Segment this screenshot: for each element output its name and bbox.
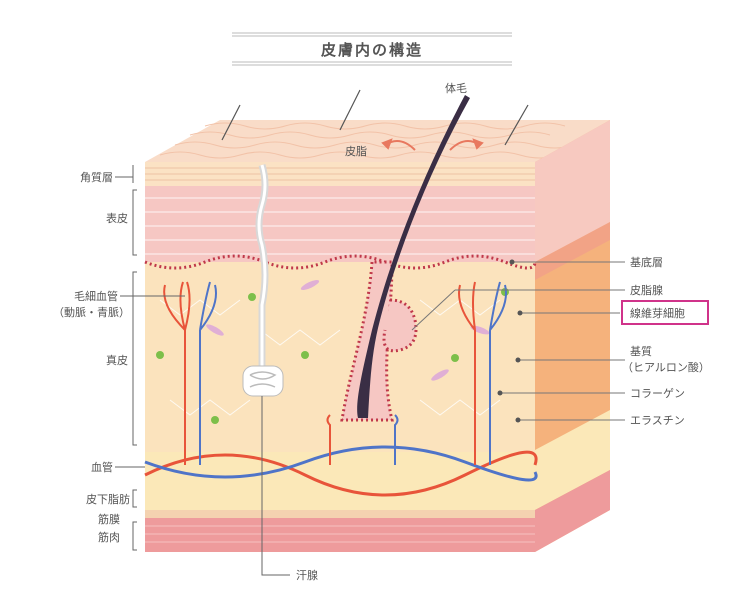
- label-body-hair: 体毛: [445, 81, 467, 95]
- label-dermis: 真皮: [106, 353, 128, 367]
- capillary-left-icon: [163, 281, 217, 465]
- fat-layer: [145, 452, 535, 510]
- label-ground-substance: 基質: [630, 344, 652, 358]
- dermis-layer: [145, 262, 535, 452]
- vein-icon: [144, 445, 538, 482]
- label-sebaceous-gland: 皮脂腺: [630, 283, 663, 297]
- skin-surface-top: [145, 120, 610, 162]
- hair-follicle-icon: [340, 260, 418, 422]
- label-fibroblast: 線維芽細胞: [630, 306, 685, 320]
- muscle-layer: [145, 518, 535, 552]
- epidermis-layer: [145, 186, 535, 262]
- diagram-title: 皮膚内の構造: [321, 41, 423, 59]
- capillary-right-icon: [458, 281, 507, 465]
- label-subcutaneous-fat: 皮下脂肪: [86, 492, 130, 506]
- title-block: 皮膚内の構造: [232, 32, 512, 66]
- label-collagen: コラーゲン: [630, 387, 685, 400]
- sweat-gland-icon: [242, 163, 284, 397]
- left-brackets: [115, 165, 185, 551]
- right-leaders: [411, 261, 625, 421]
- label-muscle: 筋肉: [98, 530, 120, 544]
- label-epidermis: 表皮: [106, 211, 128, 225]
- label-fascia: 筋膜: [98, 512, 120, 526]
- label-sebum: 皮脂: [345, 144, 367, 158]
- label-basal-layer: 基底層: [630, 255, 663, 269]
- artery-icon: [144, 450, 538, 497]
- label-elastin: エラスチン: [630, 414, 685, 427]
- label-capillary-sub: （動脈・青脈）: [53, 305, 130, 319]
- label-keratin: 角質層: [80, 170, 113, 184]
- label-capillary: 毛細血管: [74, 289, 118, 303]
- fibroblast-highlight-box: [621, 300, 709, 325]
- label-sweat-gland: 汗腺: [296, 568, 318, 582]
- label-ground-substance-sub: （ヒアルロン酸）: [622, 360, 710, 374]
- label-blood-vessel: 血管: [91, 460, 113, 474]
- hair-icon: [357, 95, 470, 418]
- fascia-layer: [145, 510, 535, 518]
